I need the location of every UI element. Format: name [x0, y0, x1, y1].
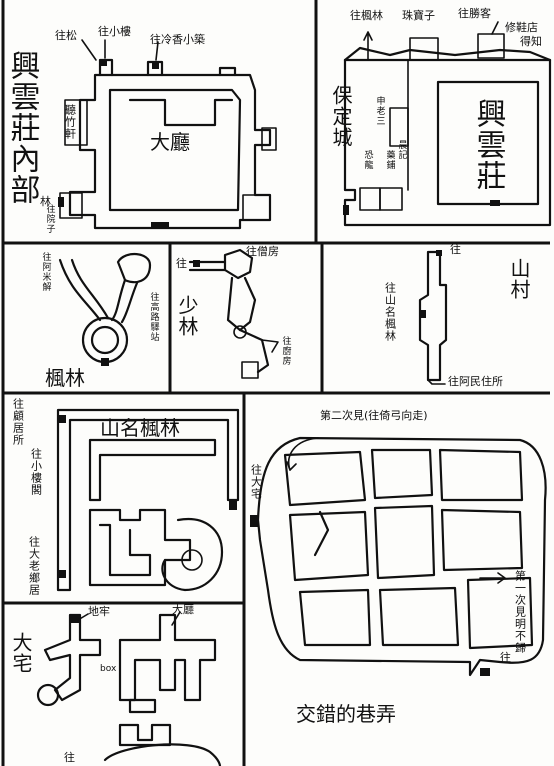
- city-title: 保定城: [329, 85, 353, 148]
- mountain-to-top-label: 往: [450, 243, 461, 256]
- inner-manor-title: 興雲莊內部: [4, 50, 40, 205]
- maze-title: 交錯的巷弄: [296, 702, 396, 726]
- maze-to-left-label: 往大宅: [249, 464, 263, 500]
- maple-forest-map: [58, 253, 152, 366]
- inner-to-exit-label: 往冷香小築: [150, 33, 205, 46]
- shaolin-to-kitchen-label: 往廚房: [280, 336, 291, 366]
- maple2-to-left-label: 往小樓閣: [29, 448, 43, 496]
- mountain-to-left-label: 往山名楓林: [383, 282, 397, 342]
- mountain-title: 山村: [507, 258, 531, 300]
- city-lane-d-label: 藥鋪: [384, 150, 395, 170]
- maze-to-bottom-label: 往: [500, 651, 511, 664]
- mansion-map: [36, 611, 222, 766]
- shaolin-title: 少林: [175, 295, 199, 337]
- shaolin-to-right-label: 往僧房: [246, 245, 279, 258]
- city-lane-b-label: 晨記: [396, 140, 407, 160]
- mansion-title: 大宅: [9, 632, 33, 674]
- city-to-info-label: 得知: [520, 35, 542, 48]
- city-lane-c-label: 恐龍: [362, 150, 373, 170]
- crisscross-lanes-maze: [250, 436, 547, 677]
- maze-to-right-label: 第一次見明不歸: [513, 570, 527, 654]
- city-to-maple-label: 往楓林: [350, 9, 383, 22]
- mansion-to-bottom-label: 往: [64, 751, 75, 764]
- mountain-maple-forest-map: [56, 408, 240, 592]
- maple2-to-top-label: 往顧居所: [11, 398, 25, 446]
- city-to-market-label: 往勝客: [458, 7, 491, 20]
- city-to-repair-label: 修鞋店: [505, 21, 538, 34]
- maple2-to-bottom-label: 往大老鄉居: [27, 536, 41, 596]
- inner-to-lane-label: 往小樓: [98, 25, 131, 38]
- maple-title: 楓林: [45, 366, 85, 390]
- inner-room-left-label: 聽竹軒: [63, 104, 77, 140]
- inner-to-forest-label: 林: [40, 195, 51, 208]
- mountain-to-bottom-label: 往阿民住所: [448, 375, 503, 388]
- mansion-to-hall-label: 大廳: [172, 603, 194, 616]
- hall-label-text: 大廳: [150, 130, 190, 154]
- mountain-village-map: [418, 250, 448, 385]
- city-lane-a-label: 申老三: [374, 96, 385, 126]
- city-to-zhubao-label: 珠寶子: [402, 9, 435, 22]
- inner-to-leaning-label: 往松: [55, 29, 77, 42]
- shaolin-map: [188, 248, 279, 379]
- maze-top-note: 第二次見(往倚弓向走): [320, 409, 428, 422]
- city-manor-label: 興雲莊: [470, 98, 506, 191]
- maple-to-b-label: 往高路驛站: [148, 292, 159, 342]
- shaolin-to-top-label: 往: [176, 257, 187, 270]
- maple-to-a-label: 往阿米解: [40, 252, 51, 292]
- inner-manor-map: [58, 39, 277, 230]
- mansion-to-top-label: 地牢: [88, 605, 110, 618]
- inner-hall-label: 大廳: [150, 132, 190, 153]
- inner-to-lower-label: 往院子: [44, 204, 55, 234]
- maple2-title: 山名楓林: [100, 416, 180, 440]
- mansion-box-label: box: [100, 664, 117, 674]
- baoding-city-map: [343, 21, 552, 227]
